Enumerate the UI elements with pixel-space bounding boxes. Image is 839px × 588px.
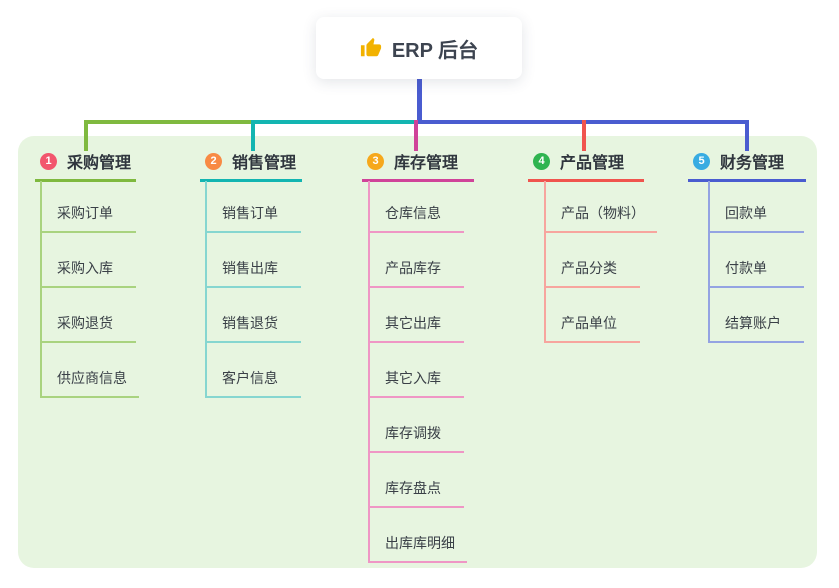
branch-child-node[interactable]: 销售退货 <box>205 313 301 343</box>
branch-child-node[interactable]: 产品（物料） <box>544 203 657 233</box>
branch-child-node[interactable]: 其它出库 <box>368 313 464 343</box>
branch-label: 产品管理 <box>560 155 625 172</box>
branch-child-node[interactable]: 采购退货 <box>40 313 136 343</box>
branch-child-node[interactable]: 销售出库 <box>205 258 301 288</box>
branch-child-node[interactable]: 付款单 <box>708 258 804 288</box>
branch-number-badge: 3 <box>367 152 384 170</box>
branch-number-badge: 4 <box>533 152 550 170</box>
branch-node[interactable]: 2 销售管理 <box>200 148 302 182</box>
branch-drop-line <box>414 120 418 151</box>
connector-bus-segment <box>253 120 418 124</box>
branch-label: 库存管理 <box>394 155 459 172</box>
branch-label: 销售管理 <box>232 155 297 172</box>
branch-number-badge: 1 <box>40 152 57 170</box>
branch-child-node[interactable]: 产品单位 <box>544 313 640 343</box>
branch-node[interactable]: 1 采购管理 <box>35 148 136 182</box>
branch-drop-line <box>84 120 88 151</box>
branch-number-badge: 5 <box>693 152 710 170</box>
branch-child-node[interactable]: 供应商信息 <box>40 368 139 398</box>
branch-label: 财务管理 <box>720 155 785 172</box>
branch-child-connector <box>40 181 42 398</box>
branch-child-node[interactable]: 库存盘点 <box>368 478 464 508</box>
thumbs-up-icon <box>360 37 382 59</box>
branch-child-connector <box>544 181 546 343</box>
branch-child-connector <box>708 181 710 343</box>
root-label: ERP 后台 <box>391 39 479 62</box>
branch-number-badge: 2 <box>205 152 222 170</box>
branch-child-node[interactable]: 采购入库 <box>40 258 136 288</box>
branch-child-node[interactable]: 采购订单 <box>40 203 136 233</box>
root-node[interactable]: ERP 后台 <box>316 17 522 79</box>
branch-child-node[interactable]: 销售订单 <box>205 203 301 233</box>
branch-drop-line <box>251 120 255 151</box>
branch-child-node[interactable]: 结算账户 <box>708 313 804 343</box>
branch-child-node[interactable]: 出库库明细 <box>368 533 467 563</box>
branch-node[interactable]: 3 库存管理 <box>362 148 474 182</box>
branch-child-node[interactable]: 产品分类 <box>544 258 640 288</box>
branch-child-node[interactable]: 回款单 <box>708 203 804 233</box>
branch-child-connector <box>368 181 370 563</box>
branch-label: 采购管理 <box>67 155 132 172</box>
root-drop-line <box>417 78 422 124</box>
branch-child-node[interactable]: 产品库存 <box>368 258 464 288</box>
branch-child-node[interactable]: 库存调拨 <box>368 423 464 453</box>
branch-child-node[interactable]: 客户信息 <box>205 368 301 398</box>
branch-child-node[interactable]: 其它入库 <box>368 368 464 398</box>
branches-panel <box>18 136 817 568</box>
branch-node[interactable]: 4 产品管理 <box>528 148 644 182</box>
branch-node[interactable]: 5 财务管理 <box>688 148 806 182</box>
branch-child-connector <box>205 181 207 398</box>
branch-drop-line <box>745 120 749 151</box>
branch-child-node[interactable]: 仓库信息 <box>368 203 464 233</box>
branch-drop-line <box>582 120 586 151</box>
connector-bus-segment <box>84 120 255 124</box>
